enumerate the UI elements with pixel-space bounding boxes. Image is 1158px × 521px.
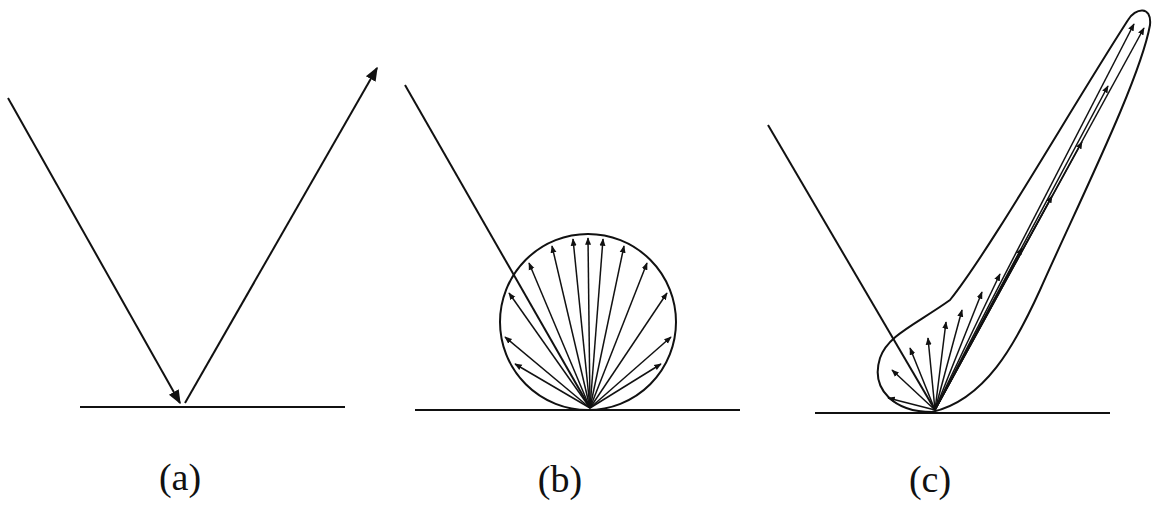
specular-reflection [8, 68, 377, 407]
diffuse-reflection [405, 85, 740, 410]
panel-label: (c) [909, 460, 951, 498]
panel-label: (b) [538, 460, 582, 498]
incident-ray [8, 98, 180, 403]
surface-line [80, 406, 345, 408]
mixed-reflection [768, 10, 1150, 413]
diffuse-lobe [500, 234, 676, 410]
surface-line [815, 412, 1110, 414]
scattered-rays [505, 238, 671, 408]
scattered-rays [888, 24, 1144, 410]
reflected-ray [185, 68, 377, 403]
incident-ray [405, 85, 590, 408]
incident-ray [768, 125, 935, 410]
reflection-lobe [878, 10, 1150, 412]
panel-label: (a) [159, 458, 201, 496]
